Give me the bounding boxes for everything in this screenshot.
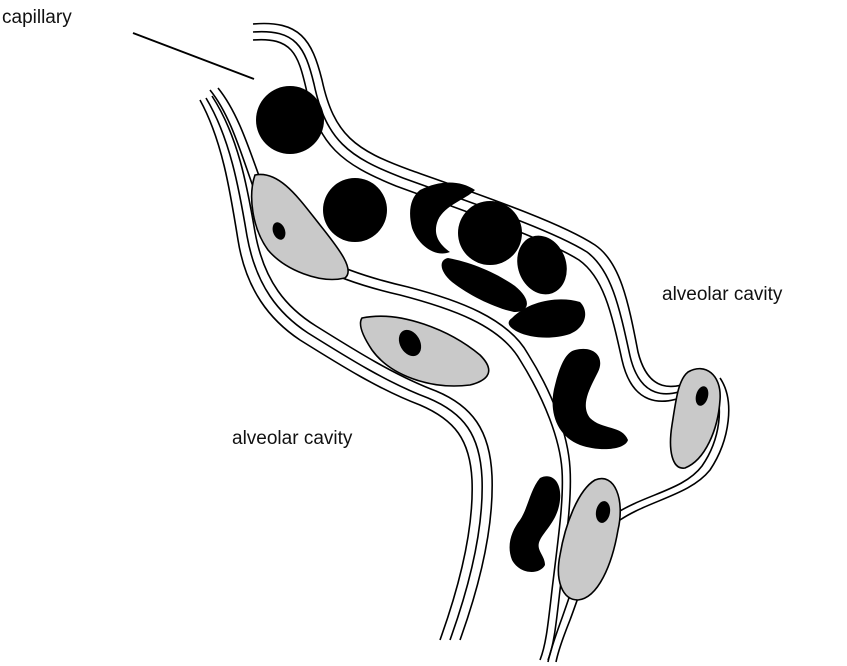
red-blood-cells xyxy=(256,86,628,572)
rbc-1 xyxy=(256,86,324,154)
capillary-label: capillary xyxy=(2,8,72,27)
rbc-4 xyxy=(458,201,522,265)
alveolar-cavity-right-label: alveolar cavity xyxy=(662,285,782,304)
rbc-6 xyxy=(442,258,527,312)
alveolar-cavity-left-label: alveolar cavity xyxy=(232,429,352,448)
rbc-8 xyxy=(553,349,628,449)
rbc-9 xyxy=(510,476,561,572)
capillary-inner-wall xyxy=(210,88,570,660)
capillary-leader-line xyxy=(133,33,254,79)
endothelial-cell-3 xyxy=(558,479,620,600)
rbc-2 xyxy=(323,178,387,242)
endothelial-cell-2 xyxy=(671,369,721,469)
